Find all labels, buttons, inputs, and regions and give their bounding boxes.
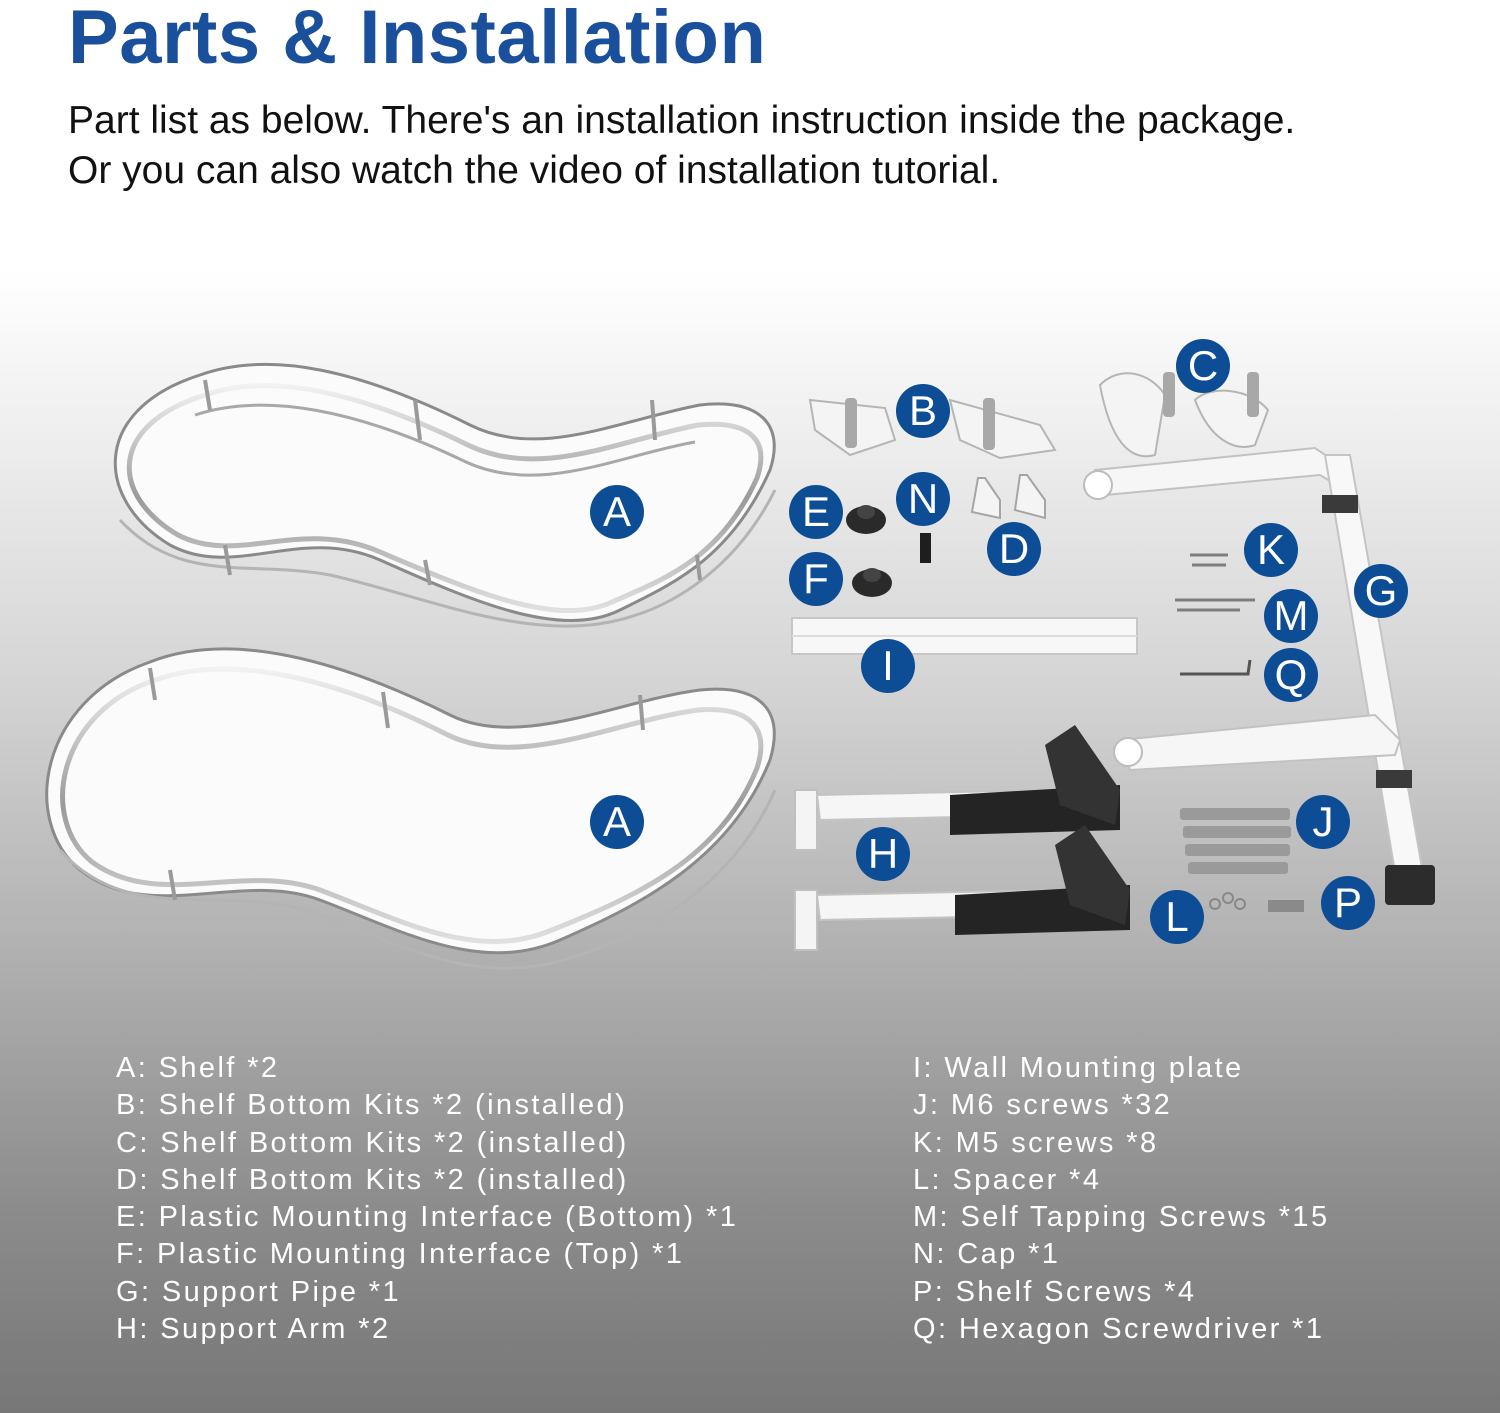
support-pipe	[1083, 446, 1435, 905]
list-item: N: Cap *1	[913, 1238, 1061, 1271]
page-title: Parts & Installation	[68, 0, 767, 80]
badge-g: G	[1354, 564, 1408, 618]
badge-i: I	[861, 639, 915, 693]
list-item: H: Support Arm *2	[116, 1313, 391, 1346]
intro-text: Part list as below. There's an installat…	[68, 96, 1295, 196]
support-arms	[794, 725, 1130, 951]
mounting-interfaces	[846, 505, 931, 597]
list-item: B: Shelf Bottom Kits *2 (installed)	[116, 1089, 628, 1122]
shelf-bottom-kits-b	[808, 398, 1057, 460]
badge-p: P	[1321, 876, 1375, 930]
screws-small	[1175, 553, 1255, 676]
badge-k: K	[1244, 523, 1298, 577]
list-item: D: Shelf Bottom Kits *2 (installed)	[116, 1163, 629, 1196]
badge-f: F	[789, 552, 843, 606]
badge-d: D	[987, 522, 1041, 576]
list-item: A: Shelf *2	[116, 1052, 280, 1084]
intro-line-2: Or you can also watch the video of insta…	[68, 149, 1001, 192]
list-item: M: Self Tapping Screws *15	[913, 1201, 1330, 1234]
spacers-and-screws	[1209, 892, 1304, 912]
badge-a-top: A	[590, 485, 644, 539]
parts-list-right: I: Wall Mounting plate J: M6 screws *32 …	[913, 1050, 1330, 1348]
list-item: F: Plastic Mounting Interface (Top) *1	[116, 1238, 685, 1271]
list-item: I: Wall Mounting plate	[913, 1052, 1244, 1084]
list-item: C: Shelf Bottom Kits *2 (installed)	[116, 1126, 629, 1159]
badge-a-bottom: A	[590, 795, 644, 849]
parts-list: A: Shelf *2 B: Shelf Bottom Kits *2 (ins…	[116, 1050, 1416, 1350]
badge-e: E	[789, 485, 843, 539]
list-item: J: M6 screws *32	[913, 1089, 1173, 1122]
intro-line-1: Part list as below. There's an installat…	[68, 99, 1296, 142]
badge-l: L	[1150, 890, 1204, 944]
wall-mounting-plate	[791, 617, 1138, 655]
badge-b: B	[896, 384, 950, 438]
list-item: Q: Hexagon Screwdriver *1	[913, 1313, 1325, 1346]
badge-q: Q	[1264, 648, 1318, 702]
parts-list-left: A: Shelf *2 B: Shelf Bottom Kits *2 (ins…	[116, 1050, 738, 1348]
badge-n: N	[896, 472, 950, 526]
list-item: E: Plastic Mounting Interface (Bottom) *…	[116, 1201, 739, 1234]
screws-grid-j	[1180, 808, 1291, 874]
badge-m: M	[1264, 589, 1318, 643]
list-item: L: Spacer *4	[913, 1163, 1102, 1196]
shelf-top	[113, 362, 777, 628]
list-item: G: Support Pipe *1	[116, 1275, 402, 1308]
list-item: P: Shelf Screws *4	[913, 1275, 1197, 1308]
badge-j: J	[1296, 795, 1350, 849]
badge-c: C	[1176, 339, 1230, 393]
badge-h: H	[856, 827, 910, 881]
shelf-bottom-kits-c	[1098, 372, 1270, 458]
brackets-d	[970, 474, 1046, 520]
list-item: K: M5 screws *8	[913, 1126, 1159, 1159]
shelf-bottom	[45, 647, 777, 970]
